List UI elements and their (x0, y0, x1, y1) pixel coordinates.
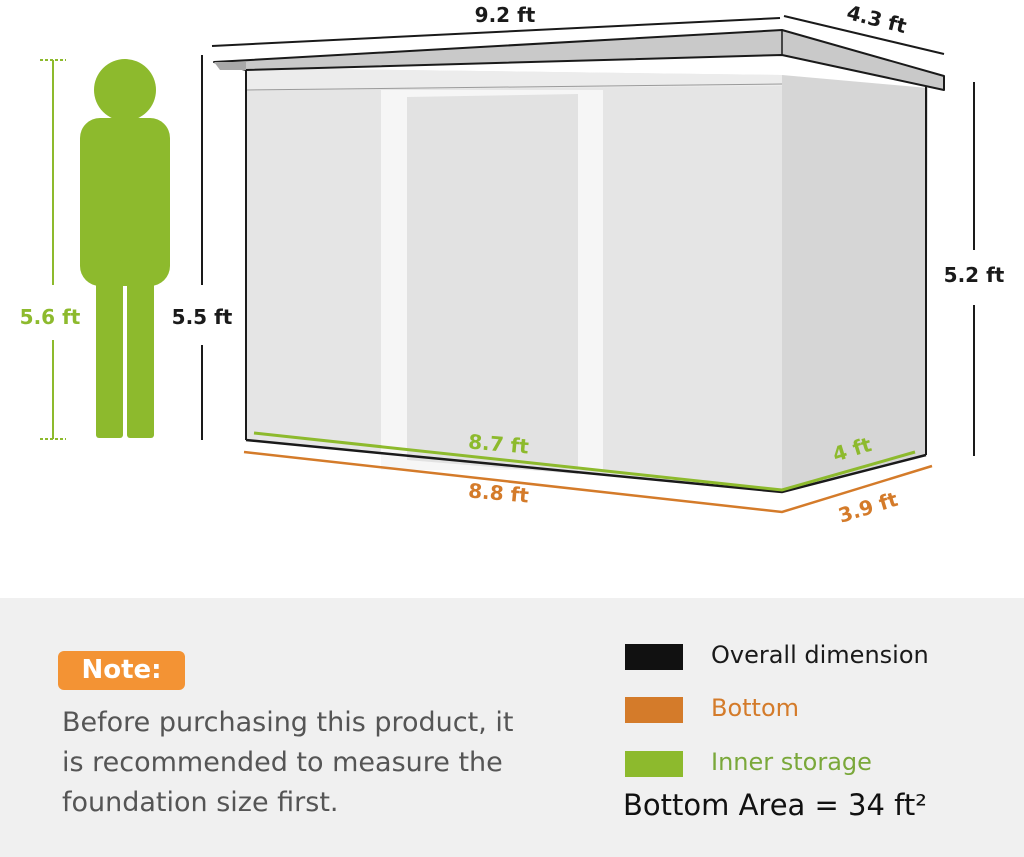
shed-roof (213, 29, 945, 91)
note-badge: Note: (58, 651, 185, 690)
note-text: Before purchasing this product, it is re… (62, 707, 514, 818)
shed-side-wall (782, 75, 928, 492)
person-height-label: 5.6 ft (20, 305, 81, 329)
legend-label-overall: Overall dimension (711, 641, 929, 669)
info-panel: Note: Before purchasing this product, it… (0, 598, 1024, 857)
person-silhouette (80, 59, 170, 438)
shed-header-band (246, 68, 782, 90)
inner-width-label: 8.7 ft (467, 429, 530, 458)
bottom-dimension-lines (243, 450, 933, 514)
bottom-width-label: 8.8 ft (467, 478, 530, 507)
front-height-label: 5.5 ft (172, 305, 233, 329)
back-height-label: 5.2 ft (944, 263, 1005, 287)
shed-dimension-diagram: 9.2 ft 4.3 ft 5.5 ft 5.2 ft 5.6 ft 8.7 f… (20, 0, 1005, 527)
shed-door (407, 94, 578, 474)
shed-base-outline (245, 438, 927, 494)
legend-swatch-orange (625, 697, 683, 723)
legend-swatch-black (625, 644, 683, 670)
bottom-area-text: Bottom Area = 34 ft² (623, 788, 927, 822)
person-height-line (40, 59, 66, 440)
overall-width-label: 9.2 ft (475, 3, 536, 27)
overall-width-line (211, 15, 945, 55)
legend-swatch-green (625, 751, 683, 777)
legend-label-inner: Inner storage (711, 748, 872, 776)
legend-label-bottom: Bottom (711, 694, 800, 722)
inner-storage-lines (253, 431, 916, 492)
